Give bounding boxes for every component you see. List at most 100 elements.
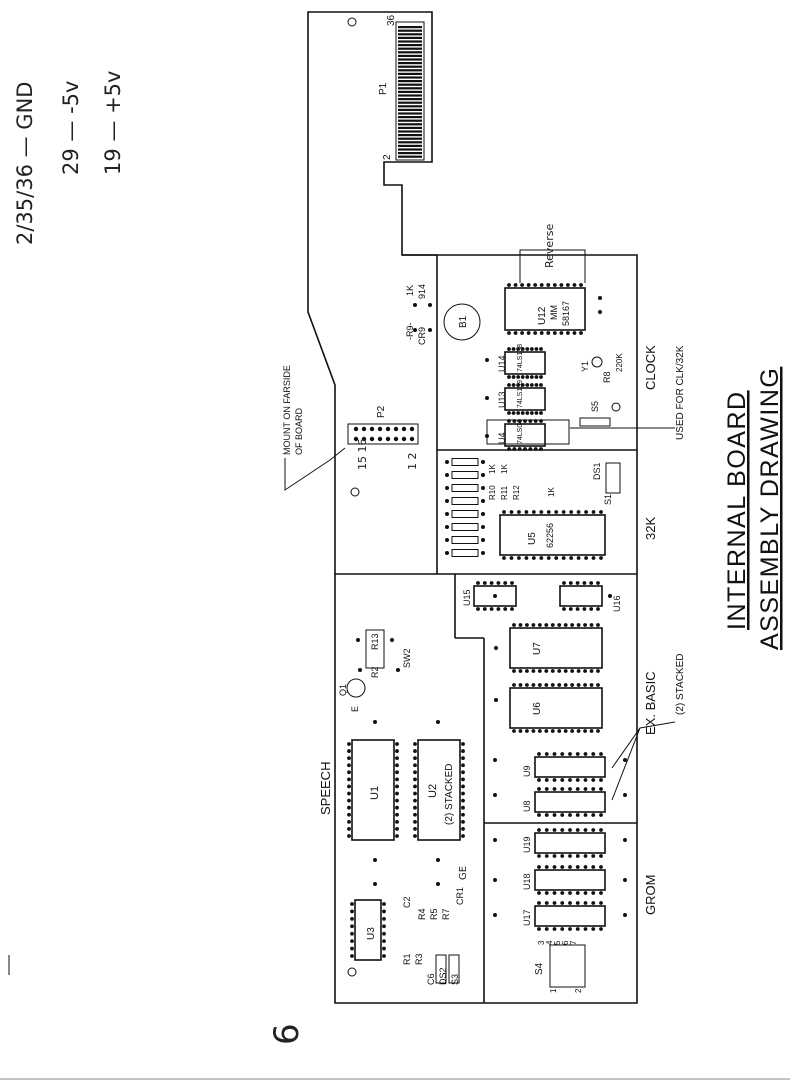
- r-1k-a: 1K: [488, 464, 497, 474]
- cr9-label: CR9: [417, 327, 427, 345]
- switch-s5: [579, 417, 611, 427]
- chip-u4-ref: U4: [497, 432, 507, 444]
- s4-label: S4: [534, 962, 545, 975]
- chip-u12-ref: U12: [537, 306, 548, 325]
- chip-u12-part2: 58167: [561, 301, 571, 326]
- drawing-title: INTERNAL BOARD ASSEMBLY DRAWING: [723, 367, 784, 650]
- ds1-label: DS1: [592, 462, 602, 480]
- r8-value: 220K: [615, 353, 624, 372]
- chip-u17-ref: U17: [522, 909, 532, 926]
- r3-label: R3: [414, 953, 424, 965]
- chip-u19-ref: U19: [522, 836, 532, 853]
- p1-pin-2: 2: [382, 154, 393, 160]
- note-gnd: 2/35/36 — GND: [13, 82, 37, 245]
- chip-u17: [534, 905, 606, 927]
- section-label-grom: GROM: [643, 875, 658, 915]
- k32-section: U5 62256 R10 R11 R12 1K 1K 1K DS1 S1: [445, 458, 621, 557]
- s1-label: S1: [603, 494, 613, 505]
- resistor-r13: [365, 629, 385, 669]
- chip-u13: [504, 387, 546, 411]
- chip-u15-ref: U15: [462, 589, 472, 606]
- chip-u16: [559, 585, 603, 607]
- ge-label: GE: [458, 866, 469, 880]
- chip-u6-ref: U6: [532, 702, 543, 715]
- chip-u2: [417, 739, 461, 841]
- r9-label: -R9-: [405, 322, 415, 340]
- r7-label: R7: [441, 908, 451, 920]
- y1-label: Y1: [580, 361, 590, 372]
- chip-u2-ref: U2: [427, 784, 439, 798]
- transistor-q1: [346, 678, 366, 698]
- title-line-2: ASSEMBLY DRAWING: [756, 367, 784, 650]
- chip-u2-note: (2) STACKED: [444, 764, 455, 826]
- component-pin-dots: [347, 283, 627, 958]
- chip-u18: [534, 869, 606, 891]
- power-notes: 2/35/36 — GND 29 — -5v 19 — +5v: [13, 71, 125, 245]
- s4-pin-3: 3: [537, 940, 546, 945]
- grom-section: U19 U18 U17 S4 1 2 3 4 5 6 7: [522, 832, 606, 993]
- chip-u5: [499, 514, 606, 556]
- r-1k-b: 1K: [500, 464, 509, 474]
- s4-pin-1: 1: [549, 988, 558, 993]
- chip-u3: [354, 899, 382, 961]
- chip-u5-ref: U5: [527, 532, 538, 545]
- section-dividers: [335, 254, 637, 1003]
- p1-pin-36: 36: [386, 14, 397, 26]
- chip-u12-part1: MM: [549, 305, 559, 320]
- r2-label: R2: [370, 666, 380, 678]
- chip-u7: [509, 627, 603, 669]
- chip-u4-part: 74LS04: [517, 420, 524, 444]
- switch-s4: [549, 944, 586, 988]
- chip-u1-ref: U1: [369, 786, 381, 800]
- r13-label: R13: [370, 633, 380, 650]
- battery-b1: [443, 303, 481, 341]
- connector-p1: P1 36 2: [347, 14, 425, 161]
- c6-label: C6: [426, 973, 436, 985]
- chip-u1: [351, 739, 395, 841]
- p2-pins-1-2: 1 2: [406, 453, 419, 471]
- p2-pins-15-16: 15 16: [356, 439, 369, 471]
- p2-label: P2: [376, 405, 387, 418]
- chip-u9: [534, 756, 606, 778]
- r-1k-c: 1K: [547, 487, 556, 497]
- chip-u5-part: 62256: [545, 523, 555, 548]
- s5-label: S5: [590, 401, 600, 412]
- header-p2: P2 15 16 1 2 MOUNT ON FARSIDE OF BOARD: [282, 365, 419, 497]
- chip-u13-part: 74LS139: [517, 380, 524, 408]
- note-plus5v: 19 — +5v: [101, 71, 125, 175]
- title-line-1: INTERNAL BOARD: [723, 390, 751, 630]
- cr1-speech-label: CR1: [455, 887, 465, 905]
- ds2-label: DS2: [438, 967, 448, 985]
- p2-note-line-1: MOUNT ON FARSIDE: [282, 365, 292, 455]
- note-minus5v: 29 — -5v: [59, 81, 83, 175]
- chip-u16-ref: U16: [612, 595, 622, 612]
- chip-u18-ref: U18: [522, 873, 532, 890]
- q1-label: Q1: [338, 684, 348, 696]
- b1-label: B1: [458, 315, 469, 328]
- reverse-note: Reverse: [543, 224, 556, 268]
- chip-u19: [534, 832, 606, 854]
- r1-label: R1: [402, 953, 412, 965]
- chip-u12: [504, 287, 586, 331]
- section-label-clock: CLOCK: [643, 345, 658, 390]
- q1-e-label: E: [350, 706, 360, 712]
- stacked-note: (2) STACKED: [675, 654, 686, 716]
- r12-label: R12: [512, 485, 521, 500]
- s4-pin-6: 6: [561, 940, 570, 945]
- p2-note-line-2: OF BOARD: [294, 407, 304, 455]
- sw2-label: SW2: [402, 648, 412, 668]
- s4-pin-4: 4: [545, 940, 554, 945]
- board-outline: [307, 11, 638, 1004]
- s4-pin-7: 7: [569, 940, 578, 945]
- r8-label: R8: [602, 371, 612, 383]
- chip-u8-ref: U8: [522, 800, 532, 812]
- s3-label: S3: [450, 974, 460, 985]
- r10-label: R10: [488, 485, 497, 500]
- chip-u9-ref: U9: [522, 765, 532, 777]
- section-label-speech: SPEECH: [318, 762, 333, 815]
- chip-u3-ref: U3: [366, 927, 377, 940]
- chip-u14: [504, 351, 546, 375]
- chip-u14-part: 74LS138: [517, 344, 524, 372]
- s4-pin-2: 2: [574, 988, 583, 993]
